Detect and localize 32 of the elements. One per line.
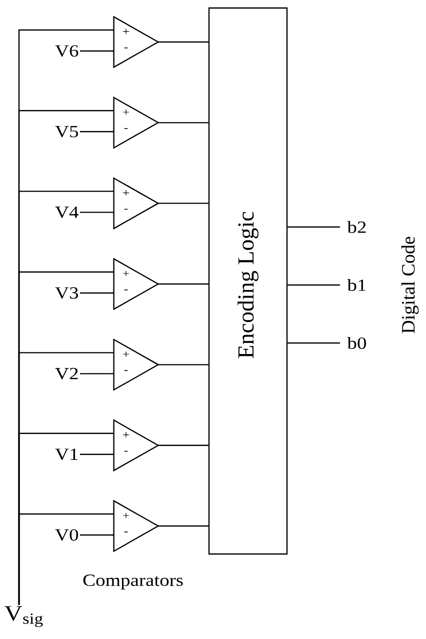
output-label: b2 [347,221,366,233]
wire [158,525,208,527]
wire [158,122,208,124]
logic-block: Encoding Logic [208,7,288,555]
wire [158,444,208,446]
wire [80,292,114,294]
wire [80,454,114,455]
wire [80,373,114,374]
wire [18,513,114,605]
wire [288,342,340,344]
input-label: V5 [55,126,78,138]
input-label: V1 [55,448,78,460]
wire [158,202,208,204]
input-label: V3 [55,287,78,299]
input-label: V2 [55,368,78,380]
input-label: V4 [55,206,78,218]
wire [80,50,114,52]
wire [80,212,114,213]
input-label: V$_{sig}$ [4,606,43,628]
side-label: Digital Code [401,236,419,334]
caption: Comparators [83,574,183,590]
output-label: b1 [347,279,366,291]
wire [158,41,208,43]
input-label: V0 [55,529,78,541]
wire [80,534,114,536]
wire [158,283,208,285]
wire [80,131,114,132]
output-label: b0 [347,337,366,349]
wire [288,284,340,286]
wire [288,226,340,228]
input-label: V6 [55,45,78,57]
wire [158,364,208,366]
